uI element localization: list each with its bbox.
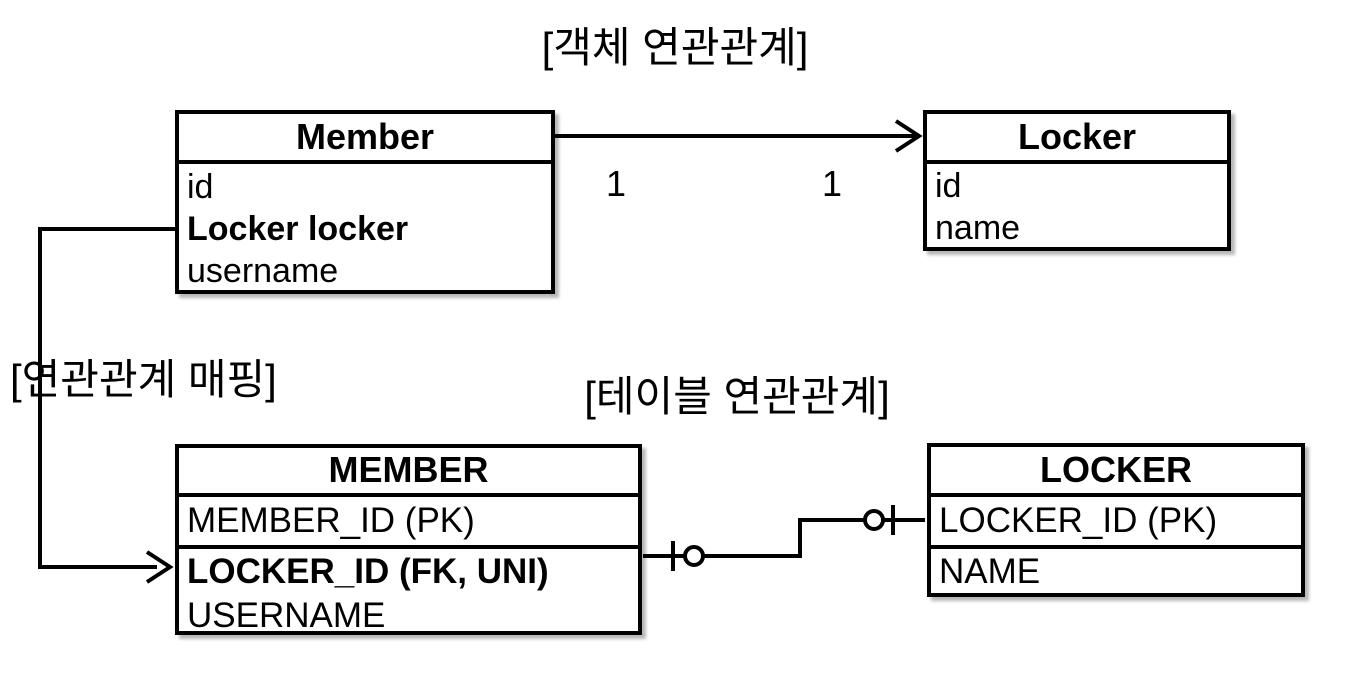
member-table-fk-column: LOCKER_ID (FK, UNI) <box>187 552 549 591</box>
locker-object-box: Locker id name <box>923 110 1231 251</box>
locker-field-id: id <box>935 167 962 205</box>
locker-table-box: LOCKER LOCKER_ID (PK) NAME <box>927 443 1305 597</box>
member-object-box: Member id Locker locker username <box>175 110 555 294</box>
locker-side-circle <box>863 509 885 531</box>
locker-object-fields: id name <box>927 164 1227 249</box>
mapping-section-label: [연관관계 매핑] <box>10 356 277 403</box>
mapping-arrow <box>38 227 177 584</box>
member-field-locker: Locker locker <box>187 210 409 248</box>
locker-table-pk-column: LOCKER_ID (PK) <box>931 497 1301 549</box>
member-field-username: username <box>187 252 339 290</box>
table-relationship-connector <box>643 505 925 571</box>
member-table-pk-column: MEMBER_ID (PK) <box>179 497 638 549</box>
locker-field-name: name <box>935 209 1021 247</box>
member-object-title: Member <box>179 114 551 164</box>
table-association-section-label: [테이블 연관관계] <box>584 373 890 420</box>
member-side-circle <box>683 545 705 567</box>
member-table-username-column: USERNAME <box>187 596 386 635</box>
object-association-section-label: [객체 연관관계] <box>541 24 809 71</box>
multiplicity-locker-side: 1 <box>821 163 843 204</box>
locker-table-title: LOCKER <box>931 447 1301 497</box>
member-field-id: id <box>187 168 214 206</box>
member-table-box: MEMBER MEMBER_ID (PK) LOCKER_ID (FK, UNI… <box>175 444 642 635</box>
object-association-arrow <box>555 119 923 153</box>
member-table-columns: LOCKER_ID (FK, UNI) USERNAME <box>179 549 638 638</box>
locker-object-title: Locker <box>927 114 1227 164</box>
member-table-title: MEMBER <box>179 448 638 497</box>
locker-table-name-column: NAME <box>939 552 1041 591</box>
member-object-fields: id Locker locker username <box>179 164 551 292</box>
multiplicity-member-side: 1 <box>605 163 627 204</box>
